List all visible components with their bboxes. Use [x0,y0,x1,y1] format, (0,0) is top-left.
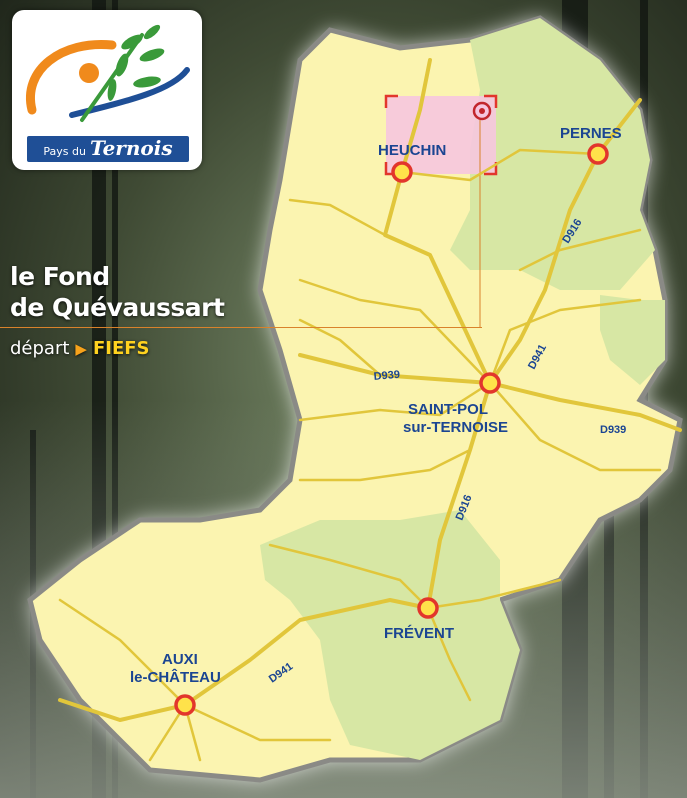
depart-place: FIEFS [92,338,150,359]
town-frevent[interactable]: FRÉVENT [384,597,454,642]
pays-du-ternois-logo: Pays du Ternois [12,10,202,170]
departure-info: départ ▶ FIEFS [10,338,150,359]
town-label: AUXI [162,651,198,668]
town-marker [479,372,501,394]
town-label: FRÉVENT [384,625,454,642]
town-label: SAINT-POL [408,401,488,418]
town-label: HEUCHIN [378,142,446,159]
town-label: sur-TERNOISE [403,419,508,436]
town-label: PERNES [560,125,622,142]
town-marker [174,694,196,716]
logo-banner: Pays du Ternois [27,136,189,162]
roads [58,58,682,762]
region-green-northeast [450,18,655,290]
town-marker [587,143,609,165]
town-heuchin[interactable]: HEUCHIN [378,142,446,183]
town-pernes[interactable]: PERNES [560,125,622,165]
title-underline [0,327,482,328]
town-marker [417,597,439,619]
route-title-line1: le Fond [10,262,110,291]
logo-emblem [26,24,190,122]
road-label: D939 [373,369,400,383]
depart-label: départ [10,338,70,359]
logo-prefix: Pays du [43,145,86,158]
logo-stem [80,33,144,122]
town-saint-pol[interactable]: SAINT-POL sur-TERNOISE [403,372,508,436]
road-label: D939 [600,424,626,436]
region-green-east [600,295,665,385]
logo-leaf-icon [107,24,165,101]
town-marker [391,161,413,183]
region-green-south [260,510,520,760]
logo-sun-icon [79,63,99,83]
logo-orange-swoosh [26,39,117,115]
route-title-line2: de Quévaussart [10,293,225,322]
town-label: le-CHÂTEAU [130,668,221,686]
arrow-right-icon: ▶ [75,339,87,358]
town-auxi[interactable]: AUXI le-CHÂTEAU [130,651,221,716]
fiefs-marker-dot [479,108,485,114]
logo-name: Ternois [89,136,173,160]
